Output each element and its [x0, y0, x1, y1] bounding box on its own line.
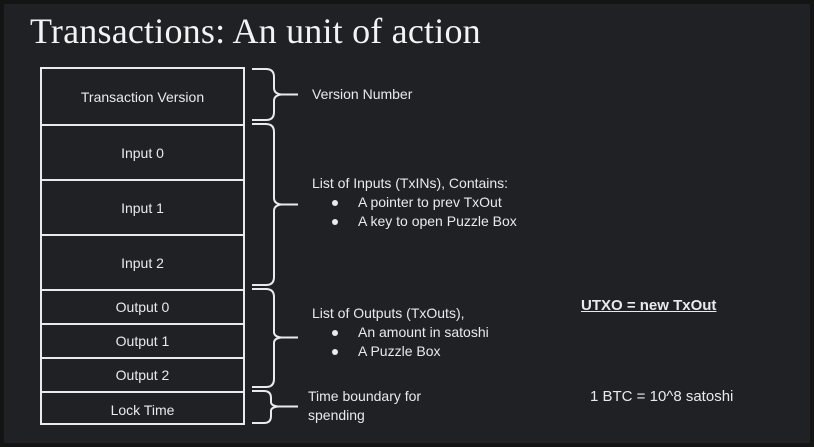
table-row: Input 2 [42, 234, 243, 289]
list-item-label: An amount in satoshi [358, 324, 489, 340]
table-row: Output 0 [42, 289, 243, 323]
table-row: Input 1 [42, 179, 243, 234]
list-item-label: A key to open Puzzle Box [358, 213, 517, 229]
utxo-note: UTXO = new TxOut [581, 297, 717, 314]
btc-note: 1 BTC = 10^8 satoshi [590, 388, 734, 405]
row-label: Output 1 [115, 333, 170, 349]
annotation-heading: List of Inputs (TxINs), Contains: [312, 175, 509, 191]
annotation-heading: Time boundary for [308, 388, 422, 404]
bullet-icon [332, 200, 338, 206]
row-label: Transaction Version [80, 88, 205, 105]
page-title: Transactions: An unit of action [30, 11, 481, 51]
annotation-list-of-outputs: List of Outputs (TxOuts), An amount in s… [312, 304, 489, 361]
annotation-list-of-inputs: List of Inputs (TxINs), Contains: A poin… [312, 174, 517, 231]
row-label: Output 2 [115, 367, 170, 383]
row-label: Output 0 [115, 299, 170, 315]
annotation-heading: Version Number [312, 86, 413, 102]
table-row: Lock Time [42, 391, 243, 427]
brace-locktime [252, 389, 300, 425]
brace-outputs [252, 287, 300, 389]
row-label: Input 0 [121, 144, 164, 161]
list-item: A pointer to prev TxOut [312, 193, 517, 212]
brace-version [252, 67, 300, 122]
row-label: Input 2 [121, 254, 164, 271]
bullet-icon [332, 330, 338, 336]
brace-inputs [252, 122, 300, 287]
row-label: Input 1 [121, 199, 164, 216]
row-label: Lock Time [110, 402, 175, 418]
annotation-lock-time: Time boundary for spending [308, 387, 421, 425]
list-item: A key to open Puzzle Box [312, 212, 517, 231]
list-item: An amount in satoshi [312, 323, 489, 342]
annotation-heading: List of Outputs (TxOuts), [312, 305, 465, 321]
table-row: Output 1 [42, 323, 243, 357]
annotation-version-number: Version Number [312, 85, 412, 104]
annotation-bullet-list: A pointer to prev TxOut A key to open Pu… [312, 193, 517, 231]
transaction-structure-table: Transaction Version Input 0 Input 1 Inpu… [40, 67, 245, 425]
annotation-heading-line2: spending [308, 407, 365, 423]
table-row: Output 2 [42, 357, 243, 391]
list-item-label: A Puzzle Box [358, 343, 441, 359]
annotation-bullet-list: An amount in satoshi A Puzzle Box [312, 323, 489, 361]
bullet-icon [332, 219, 338, 225]
table-row: Transaction Version [42, 69, 243, 124]
table-row: Input 0 [42, 124, 243, 179]
list-item: A Puzzle Box [312, 342, 489, 361]
list-item-label: A pointer to prev TxOut [358, 194, 502, 210]
bullet-icon [332, 349, 338, 355]
